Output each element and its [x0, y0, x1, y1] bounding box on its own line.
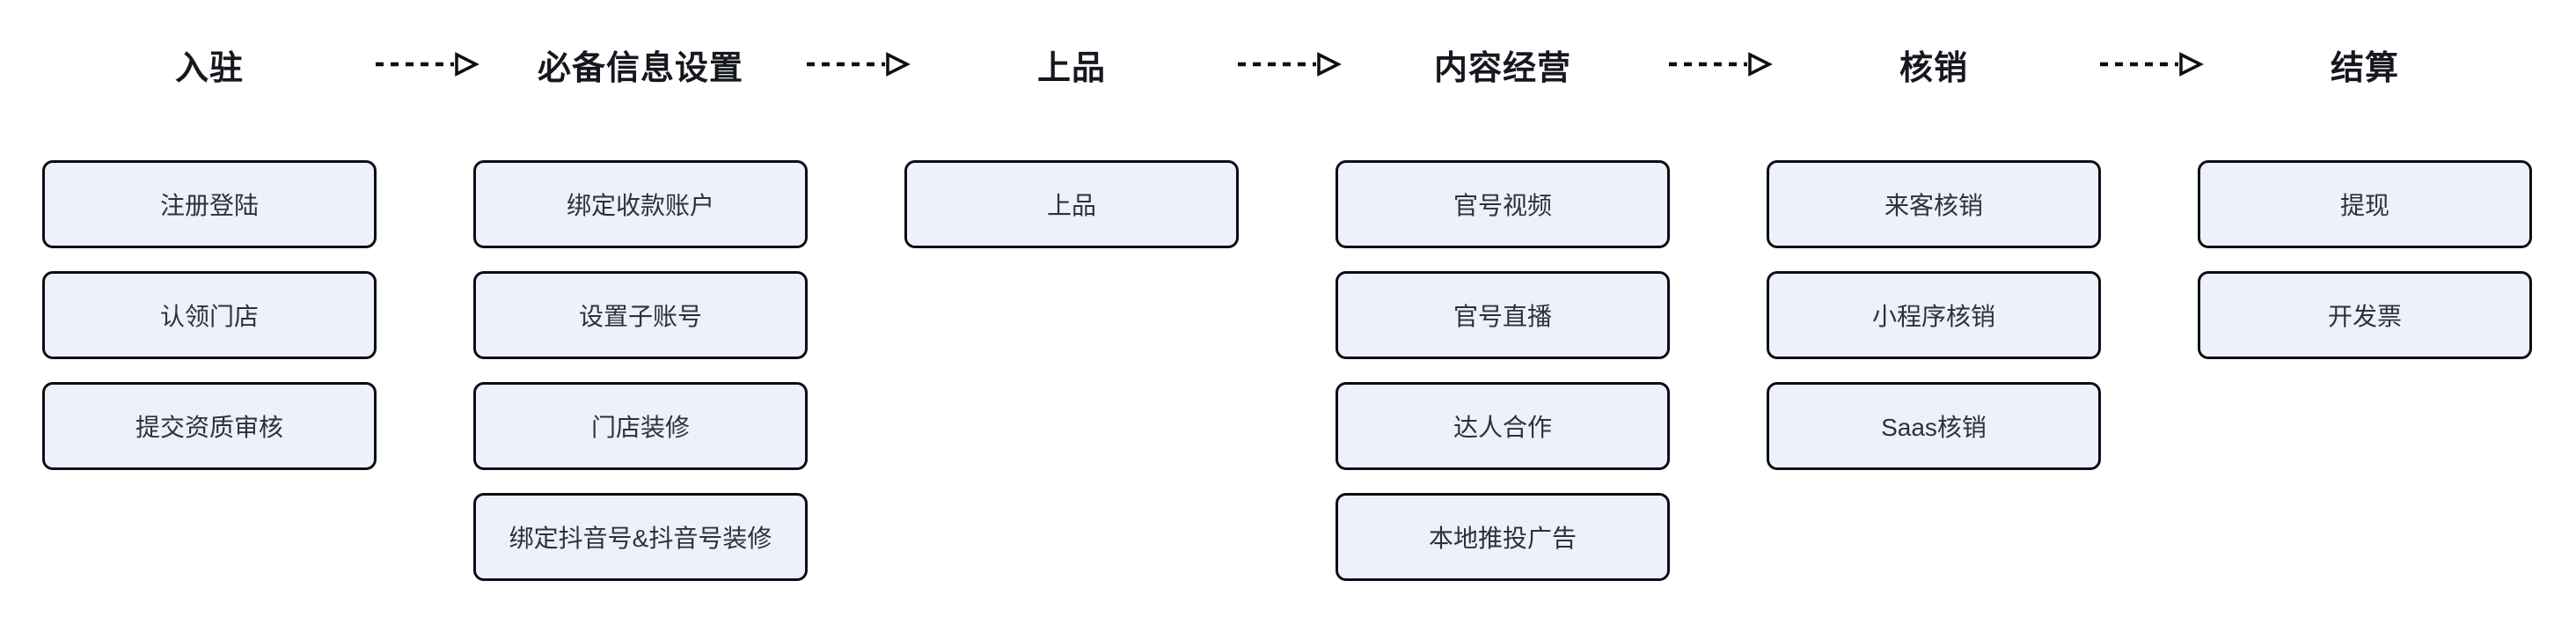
flow-step: 提交资质审核: [42, 382, 377, 470]
dashed-arrow-right-icon: [1238, 52, 1342, 77]
stage-column-listing: 上品 上品: [904, 0, 1239, 625]
flow-step: 绑定抖音号&抖音号装修: [473, 493, 808, 581]
dashed-arrow-right-icon: [1669, 52, 1773, 77]
stage-column-settlement: 结算 提现 开发票: [2198, 0, 2532, 625]
stage-title: 上品: [1036, 49, 1106, 87]
stage-column-redemption: 核销 来客核销 小程序核销 Saas核销: [1767, 0, 2101, 625]
dashed-arrow-right-icon: [376, 52, 479, 77]
flow-step: 本地推投广告: [1336, 493, 1670, 581]
flow-step: 来客核销: [1767, 160, 2101, 248]
flow-step: 认领门店: [42, 271, 377, 359]
dashed-arrow-right-icon: [807, 52, 911, 77]
flow-step: 官号视频: [1336, 160, 1670, 248]
flow-step: 上品: [904, 160, 1239, 248]
stage-title: 必备信息设置: [537, 49, 743, 87]
stage-column-required-info-setup: 必备信息设置 绑定收款账户 设置子账号 门店装修 绑定抖音号&抖音号装修: [473, 0, 808, 625]
dashed-arrow-right-icon: [2100, 52, 2204, 77]
flow-step: 开发票: [2198, 271, 2532, 359]
stage-column-onboarding: 入驻 注册登陆 认领门店 提交资质审核: [42, 0, 377, 625]
flow-step: 官号直播: [1336, 271, 1670, 359]
flow-step: Saas核销: [1767, 382, 2101, 470]
stage-title: 内容经营: [1433, 49, 1571, 87]
stage-title: 核销: [1899, 49, 1968, 87]
stage-title: 入驻: [174, 49, 244, 87]
flow-step: 绑定收款账户: [473, 160, 808, 248]
flow-step: 小程序核销: [1767, 271, 2101, 359]
flow-step: 提现: [2198, 160, 2532, 248]
flow-step: 达人合作: [1336, 382, 1670, 470]
flow-step: 门店装修: [473, 382, 808, 470]
flow-step: 注册登陆: [42, 160, 377, 248]
stage-title: 结算: [2330, 49, 2399, 87]
stage-column-content-operation: 内容经营 官号视频 官号直播 达人合作 本地推投广告: [1336, 0, 1670, 625]
flow-step: 设置子账号: [473, 271, 808, 359]
